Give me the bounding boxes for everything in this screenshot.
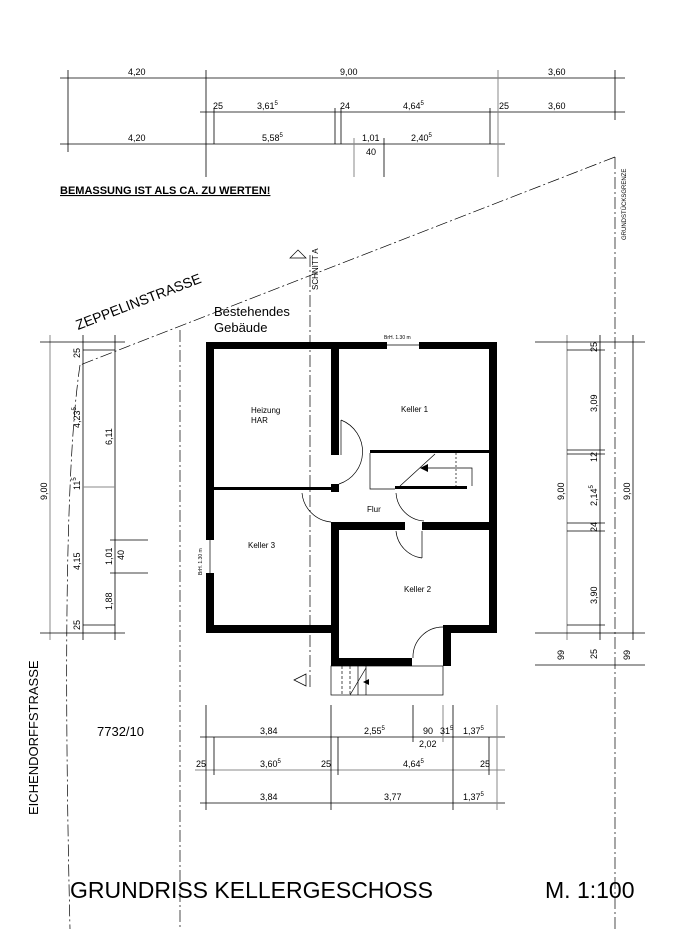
- dim-label: 1,88: [104, 592, 114, 610]
- parcel-number: 7732/10: [97, 724, 144, 739]
- dim-label: 3,84: [260, 792, 278, 802]
- dim-label: 2,02: [419, 739, 437, 749]
- dim-label: 2,555: [364, 726, 386, 736]
- dim-label: 90: [423, 726, 433, 736]
- section-label: SCHNITT A: [311, 248, 320, 290]
- dim-label: 315: [440, 726, 454, 736]
- window-note: BrH. 1.30 m: [198, 548, 204, 575]
- stair-arrow-icon: [363, 679, 369, 685]
- dim-label: 24: [340, 101, 350, 111]
- dim-label: 1,375: [463, 726, 485, 736]
- room-label: Keller 3: [248, 541, 276, 550]
- dim-label: 1,01: [104, 547, 114, 565]
- dim-label: 3,09: [589, 394, 599, 412]
- drawing-scale: M. 1:100: [545, 877, 635, 903]
- boundary-label: GRUNDSTÜCKSGRENZE: [621, 169, 628, 240]
- dim-label: 4,20: [128, 67, 146, 77]
- dim-label: 4,235: [72, 406, 82, 428]
- dim-label: 24: [589, 522, 599, 532]
- right-dimensions: 25 3,09 12 2,145 24 3,90 25 9,00 9,00 99…: [535, 335, 645, 666]
- doors: [301, 419, 473, 696]
- dim-label: 115: [72, 477, 82, 490]
- dim-label: 25: [213, 101, 223, 111]
- dim-label: 3,77: [384, 792, 402, 802]
- dim-label: 9,00: [622, 482, 632, 500]
- dim-label: 25: [480, 759, 490, 769]
- dim-label: 9,00: [39, 482, 49, 500]
- room-label: Flur: [367, 505, 381, 514]
- dim-label: 25: [589, 342, 599, 352]
- dim-label: 4,645: [403, 101, 425, 111]
- dim-label: 3,605: [260, 759, 282, 769]
- dim-label: 25: [499, 101, 509, 111]
- dim-label: 25: [72, 348, 82, 358]
- dim-label: 3,60: [548, 101, 566, 111]
- left-dimensions: 9,00 25 4,235 115 4,15 25 6,11 1,01 40 1…: [39, 335, 148, 640]
- dim-label: 3,84: [260, 726, 278, 736]
- dim-label: 1,01: [362, 133, 380, 143]
- street-name: ZEPPELINSTRASSE: [73, 270, 203, 333]
- dim-label: 3,615: [257, 101, 279, 111]
- dim-label: 1,375: [463, 792, 485, 802]
- dim-label: 4,645: [403, 759, 425, 769]
- dim-label: 99: [622, 650, 632, 660]
- dim-label: 25: [321, 759, 331, 769]
- top-dimensions: 4,20 9,00 3,60 25 3,615 24 4,645 25 3,60…: [60, 67, 625, 177]
- dim-label: 99: [556, 650, 566, 660]
- dim-label: 12: [589, 452, 599, 462]
- bottom-dimensions: 3,84 2,555 90 315 1,375 2,02 25 3,605 25…: [195, 705, 505, 810]
- property-line: [79, 156, 616, 366]
- dim-label: 5,585: [262, 133, 284, 143]
- dim-label: 25: [589, 649, 599, 659]
- window-note: BrH. 1.30 m: [384, 335, 411, 341]
- dim-label: 25: [196, 759, 206, 769]
- drawing-title: GRUNDRISS KELLERGESCHOSS: [70, 877, 433, 903]
- dim-label: 4,20: [128, 133, 146, 143]
- street-line: [66, 364, 81, 929]
- dim-label: 25: [72, 620, 82, 630]
- dim-label: 40: [116, 550, 126, 560]
- street-name: EICHENDORFFSTRASSE: [26, 660, 41, 815]
- room-label: Keller 1: [401, 405, 429, 414]
- stair-arrow-icon: [420, 464, 428, 472]
- section-marker-icon: [289, 249, 307, 259]
- dim-label: 3,60: [548, 67, 566, 77]
- dim-label: 4,15: [72, 552, 82, 570]
- dim-label: 2,145: [589, 484, 599, 506]
- dim-label: 9,00: [556, 482, 566, 500]
- walls: [205, 341, 497, 666]
- dim-label: 3,90: [589, 586, 599, 604]
- dim-label: 6,11: [104, 428, 114, 445]
- dimension-notice: BEMASSUNG IST ALS CA. ZU WERTEN!: [60, 185, 270, 197]
- dim-label: 40: [366, 147, 376, 157]
- dim-label: 9,00: [340, 67, 358, 77]
- section-marker-icon: [293, 673, 307, 687]
- room-label: Keller 2: [404, 585, 432, 594]
- dim-label: 2,405: [411, 133, 433, 143]
